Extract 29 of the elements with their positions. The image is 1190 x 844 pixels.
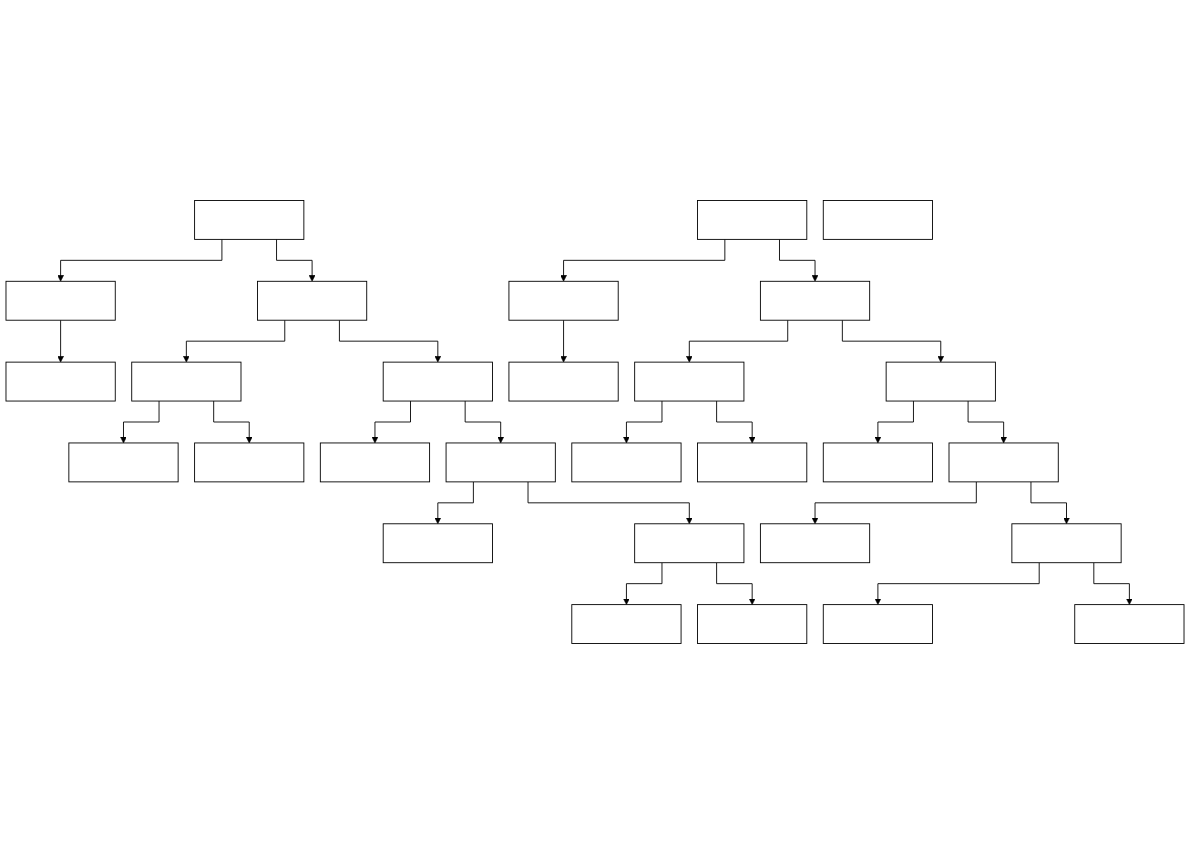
node-box: [697, 604, 808, 644]
node-box: [382, 361, 493, 402]
node-box: [697, 200, 808, 240]
node-box: [697, 442, 808, 483]
node-box: [948, 442, 1059, 483]
node-box: [822, 604, 933, 644]
node-box: [508, 280, 619, 321]
node-box: [5, 361, 116, 402]
node-box: [194, 442, 305, 483]
node-box: [759, 280, 871, 321]
node-box: [257, 280, 368, 321]
node-box: [194, 200, 305, 240]
node-box: [319, 442, 431, 483]
node-box: [445, 442, 556, 483]
node-box: [508, 361, 619, 402]
node-box: [131, 361, 242, 402]
node-box: [5, 280, 116, 321]
node-box: [571, 442, 682, 483]
node-box: [68, 442, 179, 483]
node-box: [1011, 523, 1122, 564]
node-box: [634, 361, 745, 402]
node-box: [759, 523, 871, 564]
node-box: [382, 523, 493, 564]
node-box: [1074, 604, 1185, 644]
node-box: [634, 523, 745, 564]
node-box: [885, 361, 996, 402]
node-box: [822, 200, 933, 240]
node-box: [571, 604, 682, 644]
node-box: [822, 442, 933, 483]
